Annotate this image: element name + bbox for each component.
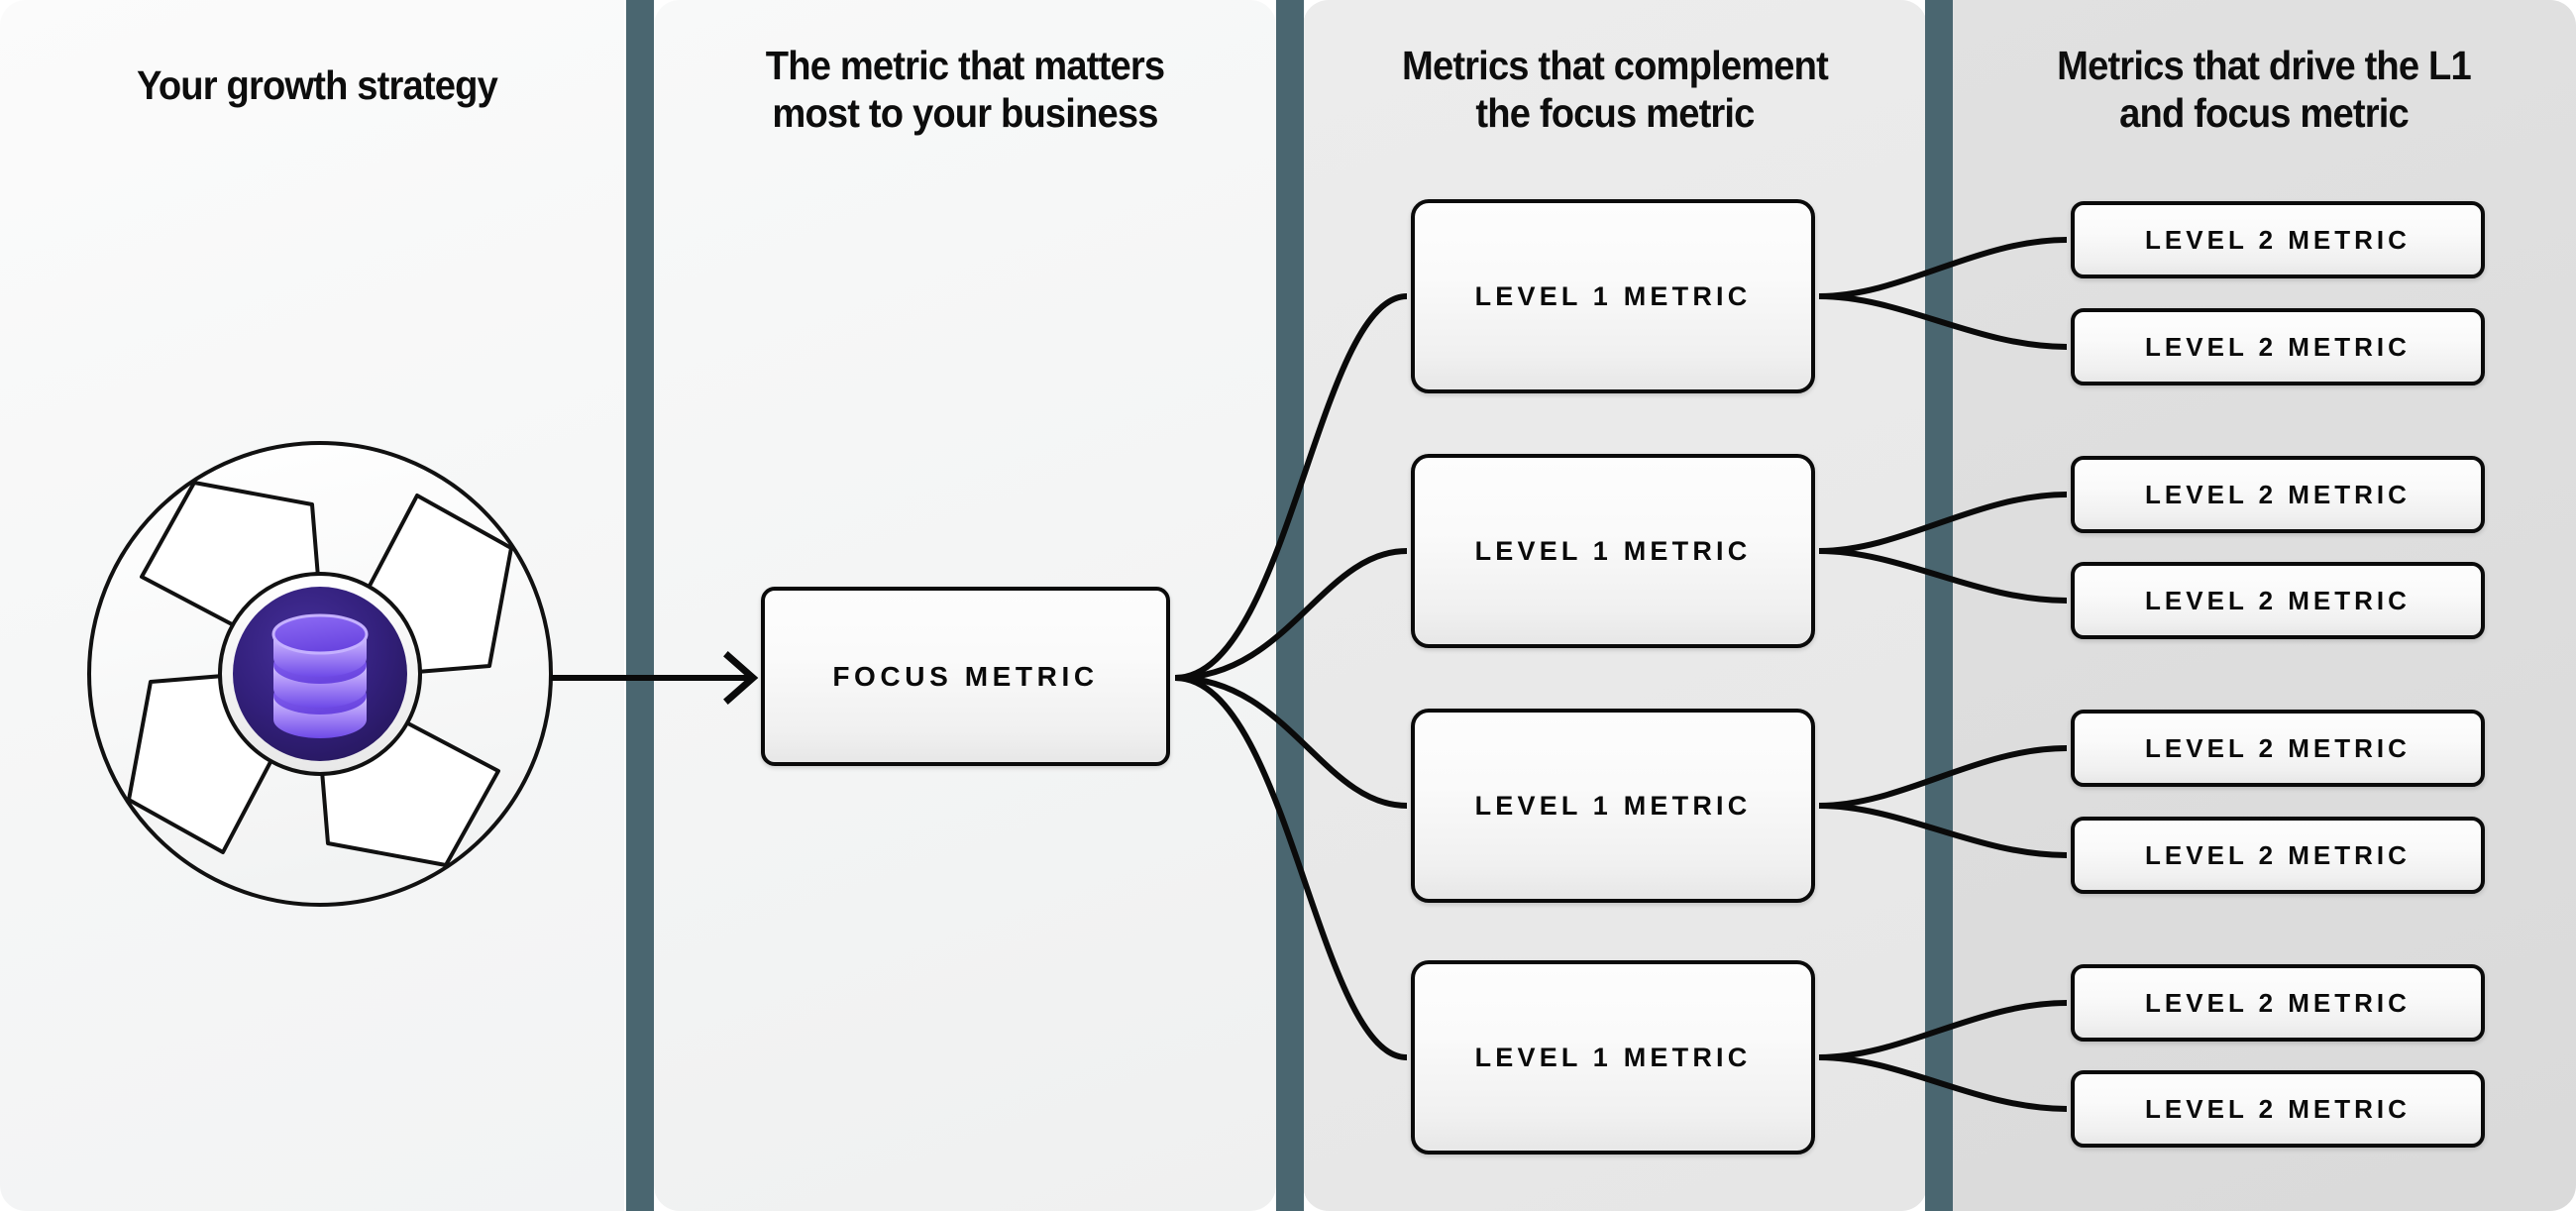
level1-metric-node-3[interactable]: LEVEL 1 METRIC <box>1411 709 1815 903</box>
column-header-line: Your growth strategy <box>137 62 498 108</box>
column-header-focus-metric: The metric that matters most to your bus… <box>687 42 1243 138</box>
level2-metric-node-6[interactable]: LEVEL 2 METRIC <box>2071 817 2485 894</box>
column-header-line: and focus metric <box>2119 90 2410 137</box>
column-divider-2 <box>1276 0 1304 1211</box>
focus-metric-node[interactable]: FOCUS METRIC <box>761 587 1170 766</box>
level2-metric-label: LEVEL 2 METRIC <box>2145 839 2411 870</box>
level2-metric-node-1[interactable]: LEVEL 2 METRIC <box>2071 201 2485 278</box>
column-header-complement-metrics: Metrics that complement the focus metric <box>1336 42 1894 138</box>
level2-metric-label: LEVEL 2 METRIC <box>2145 987 2411 1018</box>
level2-metric-node-8[interactable]: LEVEL 2 METRIC <box>2071 1070 2485 1148</box>
level2-metric-node-7[interactable]: LEVEL 2 METRIC <box>2071 964 2485 1042</box>
level2-metric-node-3[interactable]: LEVEL 2 METRIC <box>2071 456 2485 533</box>
column-header-line: Metrics that complement <box>1402 43 1829 88</box>
column-divider-3 <box>1925 0 1953 1211</box>
level1-metric-node-2[interactable]: LEVEL 1 METRIC <box>1411 454 1815 648</box>
level2-metric-label: LEVEL 2 METRIC <box>2145 479 2411 509</box>
level2-metric-label: LEVEL 2 METRIC <box>2145 585 2411 615</box>
level2-metric-node-5[interactable]: LEVEL 2 METRIC <box>2071 710 2485 787</box>
column-header-line: The metric that matters <box>765 43 1165 88</box>
level2-metric-label: LEVEL 2 METRIC <box>2145 224 2411 255</box>
level2-metric-label: LEVEL 2 METRIC <box>2145 732 2411 763</box>
level1-metric-label: LEVEL 1 METRIC <box>1474 1042 1752 1072</box>
column-header-growth-strategy: Your growth strategy <box>41 61 593 109</box>
column-header-line: Metrics that drive the L1 <box>2057 43 2472 88</box>
level2-metric-node-4[interactable]: LEVEL 2 METRIC <box>2071 562 2485 639</box>
column-header-driver-metrics: Metrics that drive the L1 and focus metr… <box>1985 42 2543 138</box>
column-panel-growth-strategy <box>0 0 624 1211</box>
level1-metric-label: LEVEL 1 METRIC <box>1474 535 1752 566</box>
level1-metric-label: LEVEL 1 METRIC <box>1474 280 1752 311</box>
level1-metric-node-1[interactable]: LEVEL 1 METRIC <box>1411 199 1815 393</box>
level1-metric-node-4[interactable]: LEVEL 1 METRIC <box>1411 960 1815 1155</box>
column-header-line: most to your business <box>772 90 1158 137</box>
focus-metric-label: FOCUS METRIC <box>832 660 1099 692</box>
level2-metric-node-2[interactable]: LEVEL 2 METRIC <box>2071 308 2485 385</box>
column-divider-1 <box>626 0 654 1211</box>
column-header-line: the focus metric <box>1475 90 1755 137</box>
level2-metric-label: LEVEL 2 METRIC <box>2145 1093 2411 1124</box>
level1-metric-label: LEVEL 1 METRIC <box>1474 790 1752 821</box>
level2-metric-label: LEVEL 2 METRIC <box>2145 331 2411 362</box>
